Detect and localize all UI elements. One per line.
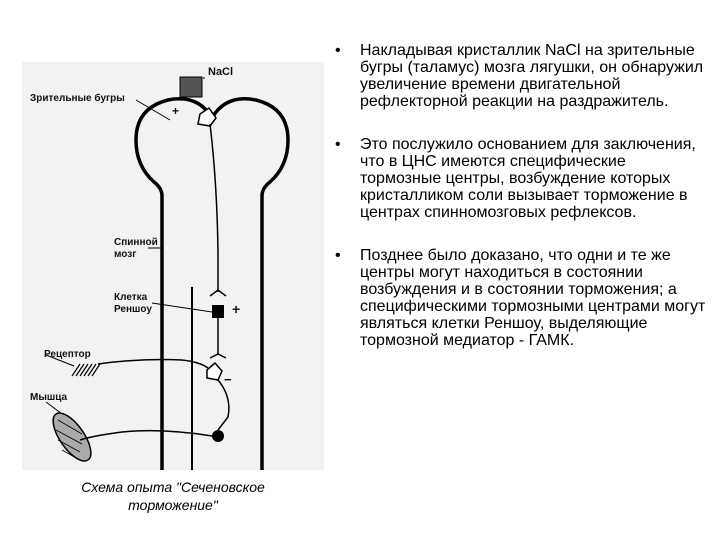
muscle-label: Мышца xyxy=(30,392,68,403)
sechenov-inhibition-diagram: NaCl Зрительные бугры + Спинной мозг Кле… xyxy=(22,62,324,470)
renshaw-label-line2: Реншоу xyxy=(114,304,152,315)
bullet-marker: • xyxy=(335,42,341,59)
thalamus-leader xyxy=(135,99,171,121)
spinal-cord-label-line1: Спинной xyxy=(114,237,158,248)
efferent-fiber xyxy=(79,429,213,441)
descending-axon xyxy=(209,123,219,292)
renshaw-cell xyxy=(212,305,224,318)
renshaw-plus-sign: + xyxy=(232,301,241,317)
explanation-bullet-list: • Накладывая кристаллик NaCl на зрительн… xyxy=(332,42,707,349)
receptor-symbol xyxy=(71,363,101,377)
motor-neuron xyxy=(212,430,224,442)
bullet-item: • Это послужило основанием для заключени… xyxy=(332,136,707,221)
thalamus-label: Зрительные бугры xyxy=(30,93,125,104)
bullet-marker: • xyxy=(335,136,341,153)
bullet-text: Накладывая кристаллик NaCl на зрительные… xyxy=(360,42,704,110)
bullet-item: • Позднее было доказано, что одни и те ж… xyxy=(332,247,707,349)
interneuron xyxy=(206,361,223,381)
receptor-leader xyxy=(45,354,75,367)
nacl-crystal xyxy=(179,76,203,98)
interneuron-axon xyxy=(217,379,230,431)
spinal-cord-label-line2: мозг xyxy=(114,249,137,260)
receptor-label: Рецептор xyxy=(44,349,91,360)
bullet-item: • Накладывая кристаллик NaCl на зрительн… xyxy=(332,42,707,110)
renshaw-synapse xyxy=(209,353,227,359)
diagram-caption: Схема опыта "Сеченовское торможение" xyxy=(22,478,324,514)
renshaw-leader xyxy=(151,302,213,313)
muscle-symbol xyxy=(52,412,92,462)
bullet-text: Это послужило основанием для заключения,… xyxy=(360,136,696,221)
muscle-hatching xyxy=(55,419,83,459)
descending-synapse xyxy=(209,289,227,297)
renshaw-label-line1: Клетка xyxy=(114,292,148,303)
bullet-text: Позднее было доказано, что одни и те же … xyxy=(360,247,706,349)
nacl-label: NaCl xyxy=(208,66,234,78)
caption-line1: Схема опыта "Сеченовское xyxy=(81,479,265,495)
diagram-drawing xyxy=(22,62,324,470)
thalamus-neuron xyxy=(197,106,217,127)
thalamus-plus-sign: + xyxy=(172,104,180,118)
diagram-background xyxy=(22,62,324,470)
caption-line2: торможение" xyxy=(128,497,218,513)
afferent-fiber xyxy=(97,358,209,369)
interneuron-minus-sign: − xyxy=(224,372,232,387)
muscle-leader xyxy=(45,401,63,415)
bullet-marker: • xyxy=(335,247,341,264)
